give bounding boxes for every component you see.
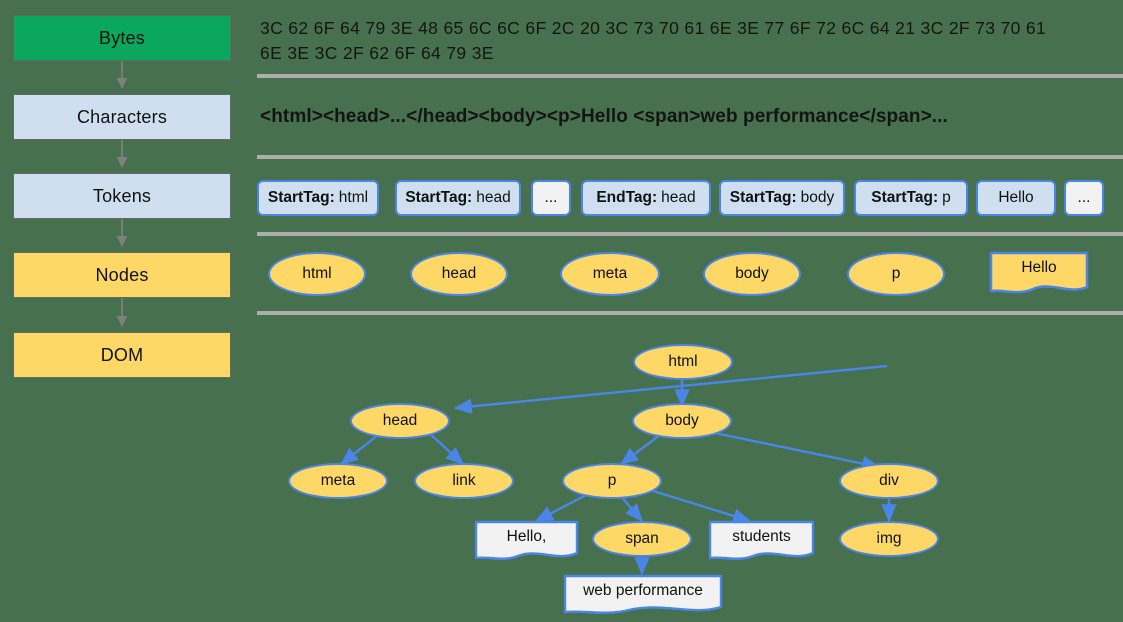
tree-node-hello-text[interactable]: Hello,: [474, 520, 579, 564]
tree-node-label: p: [607, 472, 617, 489]
token-chip-starttag-html[interactable]: StartTag: html: [257, 180, 379, 216]
token-chip-value: head: [661, 189, 696, 206]
bytes-hex-text: 3C 62 6F 64 79 3E 48 65 6C 6C 6F 2C 20 3…: [260, 18, 1047, 63]
token-chip-prefix: EndTag:: [596, 189, 658, 206]
token-chip-value: ...: [544, 189, 558, 206]
token-chip-prefix: StartTag:: [729, 189, 797, 206]
token-chip-hello[interactable]: Hello: [976, 180, 1056, 216]
tree-node-label: img: [876, 530, 902, 547]
token-chip-value: html: [338, 189, 369, 206]
separator-tokens-nodes: [257, 232, 1123, 236]
pipeline-stage-characters: Characters: [13, 94, 231, 140]
token-chip-value: body: [800, 189, 835, 206]
node-chip-label: meta: [592, 265, 628, 282]
pipeline-stage-dom: DOM: [13, 332, 231, 378]
pipeline-stage-nodes: Nodes: [13, 252, 231, 298]
token-chip-endtag-head[interactable]: EndTag: head: [581, 180, 711, 216]
node-chip-meta[interactable]: meta: [560, 252, 660, 296]
pipeline-arrows: [116, 61, 128, 327]
node-chip-body[interactable]: body: [703, 252, 801, 296]
node-chip-hello-text[interactable]: Hello: [989, 251, 1089, 297]
tree-node-head[interactable]: head: [350, 403, 450, 439]
pipeline-stage-tokens: Tokens: [13, 173, 231, 219]
token-chip-starttag-head[interactable]: StartTag: head: [395, 180, 521, 216]
token-chip-prefix: StartTag:: [405, 189, 473, 206]
token-chip-prefix: StartTag:: [871, 189, 939, 206]
token-chip-ellipsis-1[interactable]: ...: [531, 180, 571, 216]
tree-node-web-performance-text[interactable]: web performance: [563, 574, 723, 618]
token-chip-value: Hello: [998, 189, 1034, 206]
tree-node-span[interactable]: span: [592, 521, 692, 557]
tree-node-div[interactable]: div: [839, 463, 939, 499]
separator-characters-tokens: [257, 155, 1123, 159]
pipeline-stage-label: Bytes: [98, 27, 146, 48]
pipeline-stage-label: Nodes: [95, 264, 149, 285]
node-chip-label: body: [735, 265, 769, 282]
node-chip-label: html: [302, 265, 332, 282]
node-chip-p[interactable]: p: [847, 252, 945, 296]
node-chip-label: head: [441, 265, 477, 282]
token-chip-ellipsis-2[interactable]: ...: [1064, 180, 1104, 216]
node-chip-label: p: [891, 265, 901, 282]
tree-node-label: html: [668, 353, 698, 370]
token-chip-value: ...: [1077, 189, 1091, 206]
pipeline-stage-label: Tokens: [92, 185, 152, 206]
tree-node-meta[interactable]: meta: [288, 463, 388, 499]
pipeline-stage-bytes: Bytes: [13, 15, 231, 61]
node-chip-html[interactable]: html: [268, 252, 366, 296]
tree-node-label: body: [665, 412, 699, 429]
tree-node-label: head: [382, 412, 418, 429]
node-chip-head[interactable]: head: [410, 252, 508, 296]
separator-bytes-characters: [257, 74, 1123, 78]
tree-node-label: link: [452, 472, 476, 489]
token-chip-starttag-p[interactable]: StartTag: p: [854, 180, 968, 216]
tree-node-html[interactable]: html: [633, 344, 733, 380]
pipeline-stage-label: Characters: [76, 106, 168, 127]
separator-nodes-dom: [257, 311, 1123, 315]
tree-node-label: div: [879, 472, 899, 489]
pipeline-stage-label: DOM: [100, 344, 144, 365]
tree-node-students-text[interactable]: students: [708, 520, 815, 564]
tree-node-body[interactable]: body: [632, 403, 732, 439]
token-chip-prefix: StartTag:: [267, 189, 335, 206]
tree-node-label: meta: [320, 472, 356, 489]
dom-tree: html head body meta link p div Hello, sp…: [255, 322, 1123, 622]
token-chip-value: p: [942, 189, 951, 206]
tree-node-p[interactable]: p: [562, 463, 662, 499]
tree-node-link[interactable]: link: [414, 463, 514, 499]
token-chip-starttag-body[interactable]: StartTag: body: [719, 180, 845, 216]
token-chip-value: head: [476, 189, 511, 206]
characters-html-text: <html><head>...</head><body><p>Hello <sp…: [260, 106, 948, 127]
tree-node-img[interactable]: img: [839, 521, 939, 557]
tree-node-label: span: [625, 530, 659, 547]
